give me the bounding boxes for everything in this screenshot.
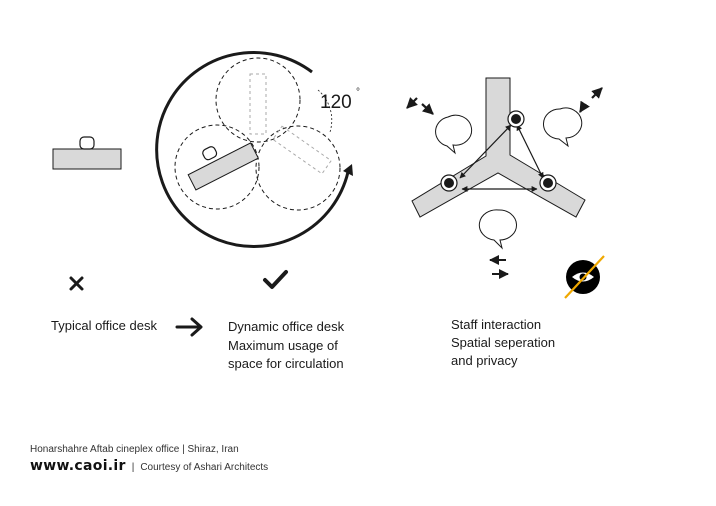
speech-bubble-icon: [543, 107, 583, 148]
dynamic-desk: [155, 51, 353, 248]
ghost-desks: [249, 73, 332, 175]
angle-marker: [317, 89, 333, 133]
person-icon: [507, 110, 525, 128]
arrow-right-icon: [175, 317, 203, 337]
double-arrow-icon: [489, 255, 509, 279]
footer-credit: Courtesy of Ashari Architects: [140, 462, 269, 473]
caption-staff-line1: Staff interaction: [451, 317, 542, 332]
double-arrow-icon: [579, 87, 603, 113]
caption-dynamic-line3: space for circulation: [228, 356, 344, 371]
footer-credit-line: www.caoi.ir | Courtesy of Ashari Architect…: [30, 458, 268, 474]
interaction-lines: [459, 124, 544, 192]
footer-project: Honarshahre Aftab cineplex office | Shir…: [30, 444, 239, 455]
caption-staff-line3: and privacy: [451, 353, 518, 368]
eye-icon: [564, 255, 605, 299]
caption-dynamic-desk: Dynamic office desk: [228, 319, 345, 334]
speech-bubble-icon: [478, 209, 517, 250]
degree-symbol: °: [356, 87, 360, 98]
typical-desk: [52, 136, 122, 170]
check-icon: [263, 270, 288, 289]
caption-typical-desk: Typical office desk: [51, 318, 157, 333]
footer-site-link[interactable]: www.caoi.ir: [30, 458, 126, 474]
angle-label: 120: [320, 92, 352, 113]
y-desk: [406, 77, 603, 250]
cross-icon: [69, 276, 84, 291]
circulation-circles: [174, 57, 341, 211]
double-arrow-icon: [406, 97, 434, 115]
rotation-arrow: [155, 51, 353, 248]
chair-icon: [202, 146, 218, 161]
person-icon: [539, 174, 557, 192]
active-desk: [187, 142, 259, 191]
caption-dynamic-line2: Maximum usage of: [228, 338, 338, 353]
footer-separator: |: [131, 462, 135, 473]
caption-staff-line2: Spatial seperation: [451, 335, 556, 350]
person-icon: [440, 174, 458, 192]
chair-icon: [79, 136, 95, 150]
speech-bubble-icon: [435, 114, 473, 155]
